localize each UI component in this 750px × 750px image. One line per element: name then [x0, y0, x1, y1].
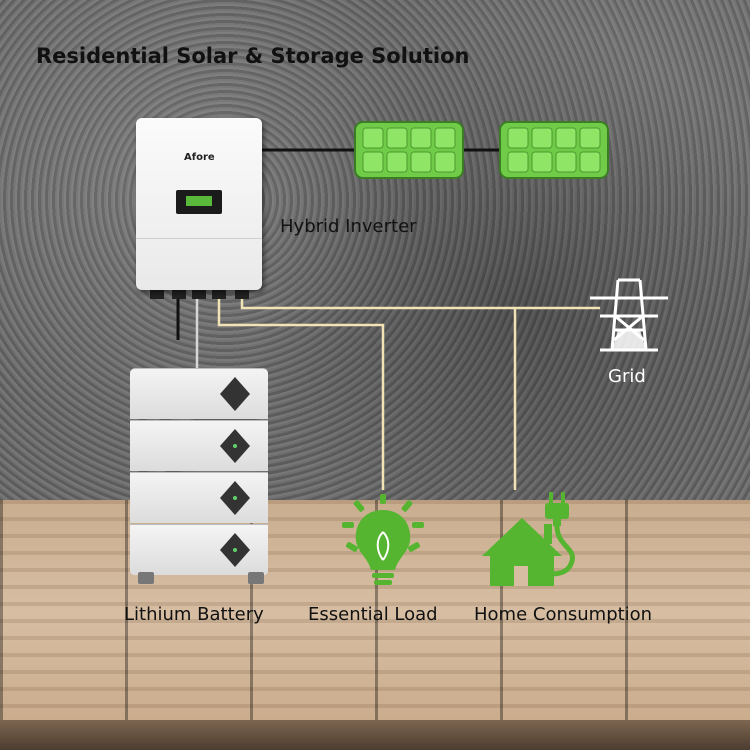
- diagram-title: Residential Solar & Storage Solution: [36, 44, 470, 68]
- inverter-lcd: [186, 196, 212, 206]
- connector: [212, 289, 226, 299]
- inverter-display: [176, 190, 222, 214]
- battery-module: [130, 368, 268, 419]
- battery-foot: [138, 572, 154, 584]
- solar-panel-icon: [499, 121, 609, 179]
- battery-module: [130, 420, 268, 471]
- inverter-seam: [136, 238, 262, 239]
- floor-edge: [0, 720, 750, 750]
- connector: [235, 289, 249, 299]
- hybrid-inverter: Afore: [136, 118, 262, 290]
- essential-load-label: Essential Load: [308, 604, 438, 625]
- battery-module: [130, 524, 268, 575]
- battery-foot: [248, 572, 264, 584]
- essential-load-wire: [217, 297, 385, 490]
- concrete-wall: [0, 0, 750, 500]
- home-consumption-label: Home Consumption: [474, 604, 653, 625]
- connector: [192, 289, 206, 299]
- solar-panel-icon: [354, 121, 464, 179]
- inverter-label: Hybrid Inverter: [280, 216, 417, 237]
- connector: [172, 289, 186, 299]
- grid-wire: [240, 297, 600, 310]
- battery-module: [130, 472, 268, 523]
- battery-label: Lithium Battery: [124, 604, 264, 625]
- grid-label: Grid: [608, 366, 646, 387]
- lithium-battery-stack: [130, 368, 268, 578]
- connector: [150, 289, 164, 299]
- inverter-brand-logo: Afore: [184, 152, 215, 163]
